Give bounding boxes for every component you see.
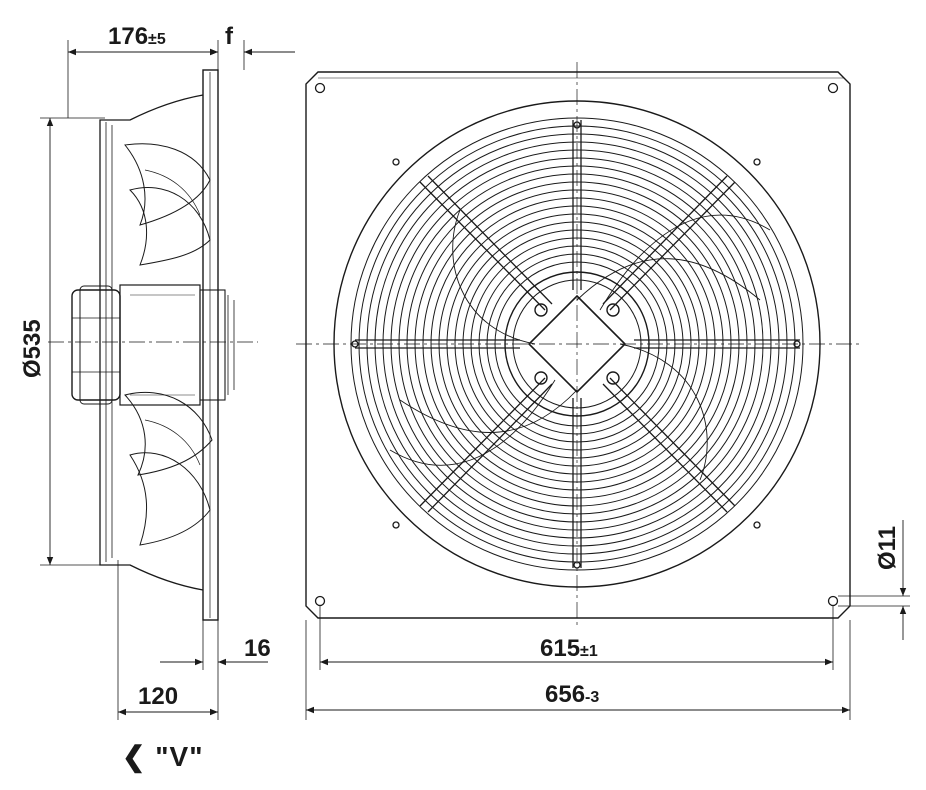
side-view bbox=[40, 40, 295, 720]
dim-depth: 176±5 bbox=[108, 23, 166, 50]
dim-flange-16: 16 bbox=[244, 635, 271, 662]
dim-plate-width: 656-3 bbox=[545, 681, 599, 708]
guard-ring bbox=[454, 221, 700, 467]
dim-hole-diameter: Ø11 bbox=[874, 526, 901, 570]
view-arrow-icon: ❮ bbox=[122, 741, 147, 772]
guard-ring bbox=[374, 141, 780, 547]
dim-depth-120: 120 bbox=[138, 683, 178, 710]
front-view bbox=[296, 62, 910, 720]
view-label-text: "V" bbox=[155, 741, 204, 772]
dim-hole-pitch: 615±1 bbox=[540, 635, 598, 662]
dim-f-label: f bbox=[225, 23, 234, 50]
view-label: ❮ "V" bbox=[122, 740, 203, 773]
dim-diameter: Ø535 bbox=[19, 319, 46, 378]
